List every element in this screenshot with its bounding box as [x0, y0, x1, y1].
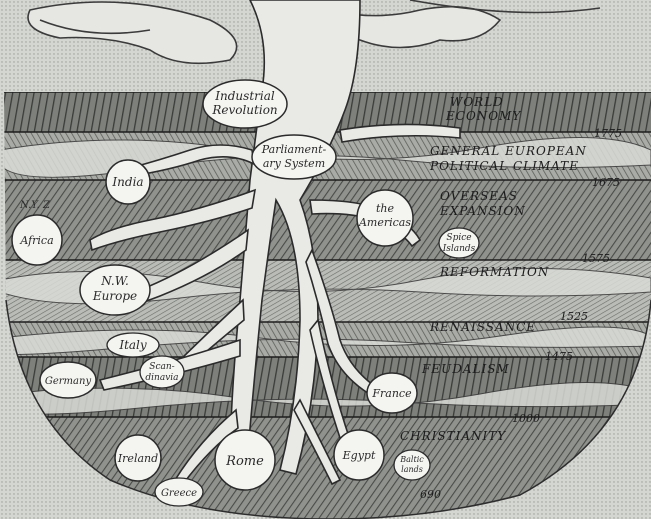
label-nw-2: Europe: [92, 289, 137, 303]
label-americas-2: Americas: [358, 216, 411, 229]
label-egypt: Egypt: [342, 449, 376, 462]
bubble-africa: Africa: [12, 215, 62, 265]
label-industrial-1: Industrial: [214, 89, 275, 103]
year-690: 690: [420, 488, 441, 501]
label-spice-1: Spice: [446, 233, 471, 243]
label-greece: Greece: [161, 488, 197, 499]
year-1675: 1675: [592, 176, 620, 189]
bubble-india: India: [106, 160, 150, 204]
bubble-spice-islands: Spice Islands: [439, 228, 479, 258]
label-india: India: [111, 175, 143, 189]
label-scan-2: dinavia: [145, 373, 178, 383]
label-spice-2: Islands: [442, 244, 476, 254]
label-parliament-1: Parliament-: [261, 143, 327, 156]
label-nw-1: N.W.: [100, 274, 129, 288]
stratum-label-feudalism: FEUDALISM: [421, 362, 510, 376]
stratum-label-overseas-1: OVERSEAS: [440, 189, 518, 203]
bubble-the-americas: the Americas: [357, 190, 413, 246]
stratum-label-general-2: POLITICAL CLIMATE: [429, 159, 579, 173]
label-france: France: [371, 387, 412, 400]
bubble-ireland: Ireland: [115, 435, 161, 481]
label-africa-note: N.Y. Z: [19, 200, 51, 211]
label-baltic-2: lands: [401, 465, 423, 474]
stratum-label-general-1: GENERAL EUROPEAN: [430, 144, 587, 158]
label-italy: Italy: [118, 338, 147, 352]
label-africa: Africa: [19, 234, 53, 247]
stratum-label-world-2: ECONOMY: [445, 109, 521, 123]
bubble-baltic-lands: Baltic lands: [394, 450, 430, 480]
label-scan-1: Scan-: [149, 362, 174, 372]
label-industrial-2: Revolution: [211, 103, 277, 117]
stratum-label-renaissance: RENAISSANCE: [429, 320, 536, 334]
bubble-scandinavia: Scan- dinavia: [140, 356, 184, 388]
label-americas-1: the: [376, 202, 395, 215]
bubble-industrial-revolution: Industrial Revolution: [203, 80, 287, 128]
label-rome: Rome: [225, 454, 264, 469]
bubble-nw-europe: N.W. Europe: [80, 265, 150, 315]
label-ireland: Ireland: [117, 452, 158, 465]
bubble-france: France: [367, 373, 417, 413]
label-parliament-2: ary System: [263, 157, 325, 170]
year-1575: 1575: [582, 252, 610, 265]
year-1000: 1000: [512, 412, 540, 425]
bubble-italy: Italy: [107, 333, 159, 357]
year-1525: 1525: [560, 310, 588, 323]
year-1775: 1775: [594, 127, 622, 140]
bubble-greece: Greece: [155, 478, 203, 506]
stratum-label-christianity: CHRISTIANITY: [400, 429, 506, 443]
stratum-label-world-1: WORLD: [450, 95, 504, 109]
label-baltic-1: Baltic: [399, 455, 424, 464]
bubble-rome: Rome: [215, 430, 275, 490]
year-1475: 1475: [545, 350, 573, 363]
stratum-label-overseas-2: EXPANSION: [439, 204, 526, 218]
bubble-germany: Germany: [40, 362, 96, 398]
bubble-egypt: Egypt: [334, 430, 384, 480]
bubble-parliamentary-system: Parliament- ary System: [252, 135, 336, 179]
label-germany: Germany: [45, 376, 92, 387]
stratum-label-reformation: REFORMATION: [439, 265, 549, 279]
